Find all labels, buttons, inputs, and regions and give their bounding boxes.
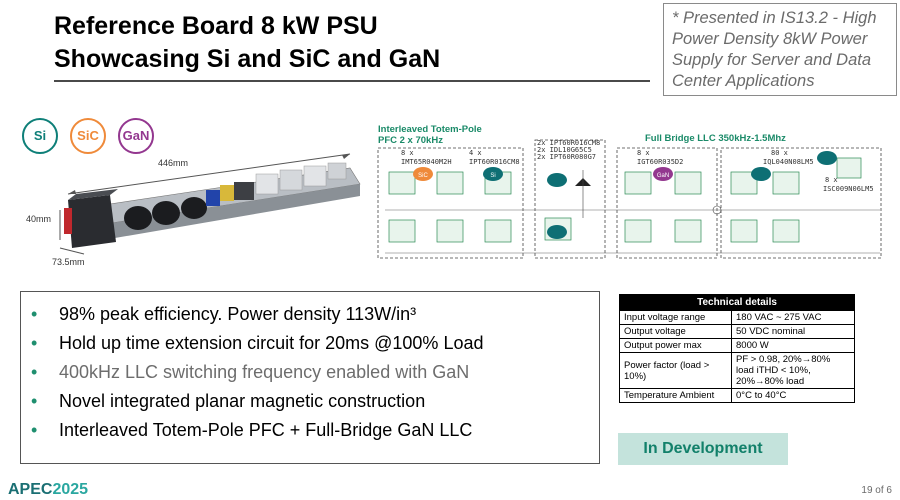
table-key: Output voltage: [619, 324, 732, 339]
apec-logo: APEC2025: [8, 481, 88, 499]
table-row: Input voltage range 180 VAC ~ 275 VAC: [619, 310, 855, 325]
llc-part-c: ISC009N06LM5: [823, 185, 874, 193]
feature-text: 98% peak efficiency. Power density 113W/…: [59, 304, 417, 324]
status-badge: In Development: [618, 433, 788, 465]
table-row: Power factor (load > 10%) PF > 0.98, 20%…: [619, 352, 855, 389]
title-divider: [54, 80, 650, 82]
table-row: Output power max 8000 W: [619, 338, 855, 353]
schematic-diagram: SiC Si GaN: [338, 139, 882, 259]
si-chip-label: Si: [490, 173, 495, 179]
presentation-note: * Presented in IS13.2 - High Power Densi…: [663, 3, 897, 96]
width-dimension: 73.5mm: [52, 257, 85, 267]
feature-text: 400kHz LLC switching frequency enabled w…: [59, 362, 470, 382]
pfc-title-line-2: PFC 2 x 70kHz: [378, 135, 443, 146]
feature-text: Novel integrated planar magnetic constru…: [59, 391, 426, 411]
technical-details-table: Technical details Input voltage range 18…: [619, 294, 855, 403]
title-line-2: Showcasing Si and SiC and GaN: [54, 45, 441, 73]
feature-text: Interleaved Totem-Pole PFC + Full-Bridge…: [59, 420, 473, 440]
feature-list: •98% peak efficiency. Power density 113W…: [20, 291, 600, 464]
feature-item: •Interleaved Totem-Pole PFC + Full-Bridg…: [31, 416, 587, 445]
table-value: 180 VAC ~ 275 VAC: [731, 310, 855, 325]
llc-part-a: IGT60R035D2: [637, 158, 684, 166]
pfc-part-b: IPT60R016CM8: [469, 158, 520, 166]
feature-item: •400kHz LLC switching frequency enabled …: [31, 358, 587, 387]
gan-chip-label: GaN: [657, 173, 669, 179]
length-dimension: 446mm: [158, 158, 189, 168]
feature-item: •Novel integrated planar magnetic constr…: [31, 387, 587, 416]
table-key: Temperature Ambient: [619, 388, 732, 403]
page-number: 19 of 6: [861, 485, 892, 496]
table-value: 8000 W: [731, 338, 855, 353]
feature-text: Hold up time extension circuit for 20ms …: [59, 333, 484, 353]
height-dimension: 40mm: [26, 214, 52, 224]
mid-part-2: 2x IDL10G65C5: [537, 146, 592, 154]
table-value: 50 VDC nominal: [731, 324, 855, 339]
pfc-part-b-count: 4 x: [469, 149, 482, 157]
page-title: Reference Board 8 kW PSU Showcasing Si a…: [54, 10, 440, 76]
pfc-part-a: IMT65R040M2H: [401, 158, 452, 166]
table-value: 0°C to 40°C: [731, 388, 855, 403]
circuit-schematic: SiC Si GaN Interleaved Totem-Pole PFC 2 …: [338, 118, 895, 263]
logo-brand: APEC: [8, 481, 53, 498]
gan-badge: GaN: [118, 118, 154, 154]
table-key: Output power max: [619, 338, 732, 353]
pfc-part-a-count: 8 x: [401, 149, 414, 157]
table-row: Temperature Ambient 0°C to 40°C: [619, 388, 855, 403]
table-header: Technical details: [619, 294, 855, 311]
table-key: Input voltage range: [619, 310, 732, 325]
llc-title: Full Bridge LLC 350kHz-1.5Mhz: [645, 133, 786, 144]
sic-chip-label: SiC: [418, 173, 428, 179]
si-badge: Si: [22, 118, 58, 154]
llc-part-c-count: 8 x: [825, 176, 838, 184]
logo-year: 2025: [52, 481, 89, 498]
table-key: Power factor (load > 10%): [619, 352, 732, 389]
llc-part-b: IQL040N08LM5: [763, 158, 814, 166]
board-illustration: 446mm 40mm 73.5mm: [20, 150, 380, 267]
llc-part-b-count: 80 x: [771, 149, 788, 157]
feature-item: •98% peak efficiency. Power density 113W…: [31, 300, 587, 329]
mid-part-3: 2x IPT60R080G7: [537, 153, 597, 161]
pfc-title: Interleaved Totem-Pole PFC 2 x 70kHz: [378, 124, 482, 146]
sic-badge: SiC: [70, 118, 106, 154]
llc-part-a-count: 8 x: [637, 149, 650, 157]
pfc-title-line-1: Interleaved Totem-Pole: [378, 124, 482, 135]
mid-part-1: 2x IPT60R016CM8: [537, 139, 601, 147]
board-render-image: [59, 153, 361, 255]
table-value: PF > 0.98, 20%→80% load iTHD < 10%, 20%→…: [731, 352, 855, 389]
feature-item: •Hold up time extension circuit for 20ms…: [31, 329, 587, 358]
title-line-1: Reference Board 8 kW PSU: [54, 12, 378, 40]
table-row: Output voltage 50 VDC nominal: [619, 324, 855, 339]
